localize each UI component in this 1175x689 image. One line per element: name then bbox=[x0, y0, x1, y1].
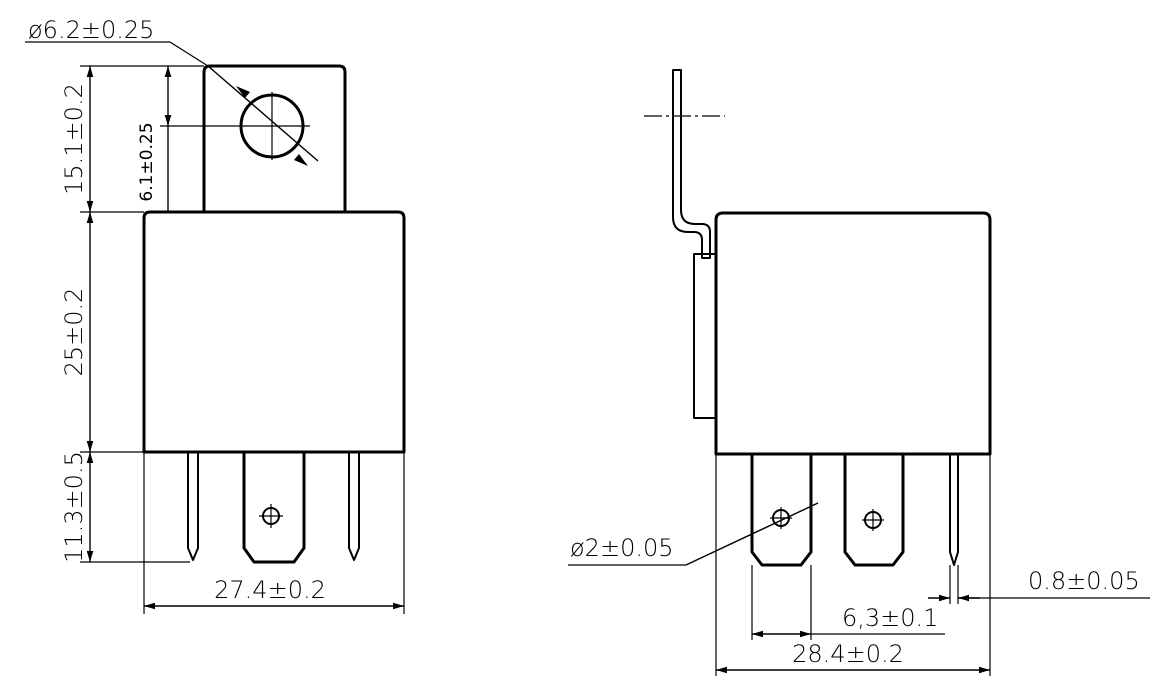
side-pin-1 bbox=[750, 452, 813, 567]
side-pin-3 bbox=[949, 454, 959, 566]
side-pin-2 bbox=[843, 452, 905, 567]
pin-hole-leader bbox=[685, 502, 819, 566]
pin-left bbox=[187, 452, 199, 561]
body-depth-label: 28.4±0.2 bbox=[792, 640, 904, 668]
pin-center bbox=[242, 450, 306, 564]
mounting-tab bbox=[202, 64, 347, 214]
pin-spacing-label: 6,3±0.1 bbox=[842, 604, 938, 632]
hole-diameter-leader bbox=[207, 65, 319, 162]
side-view: ø2±0.05 0.8±0.05 6,3±0.1 28.4±0.2 bbox=[568, 69, 1150, 676]
relay-body-side bbox=[714, 211, 992, 456]
pin-length-label: 11.3±0.5 bbox=[60, 451, 88, 563]
pin-thickness-label: 0.8±0.05 bbox=[1028, 567, 1140, 595]
front-view: ø6.2±0.25 15.1±0.2 6.1±0.25 25±0.2 11.3±… bbox=[25, 16, 406, 614]
bent-tab bbox=[672, 69, 711, 259]
body-height-label: 25±0.2 bbox=[60, 288, 88, 377]
relay-body bbox=[142, 210, 406, 454]
body-width-label: 27.4±0.2 bbox=[214, 576, 326, 604]
hole-offset-label: 6.1±0.25 bbox=[137, 122, 157, 201]
pin-right bbox=[348, 452, 360, 561]
hole-diameter-label: ø6.2±0.25 bbox=[28, 16, 154, 44]
pin-hole-diameter-label: ø2±0.05 bbox=[570, 534, 674, 562]
tab-height-label: 15.1±0.2 bbox=[60, 83, 88, 195]
side-bracket bbox=[693, 253, 717, 419]
